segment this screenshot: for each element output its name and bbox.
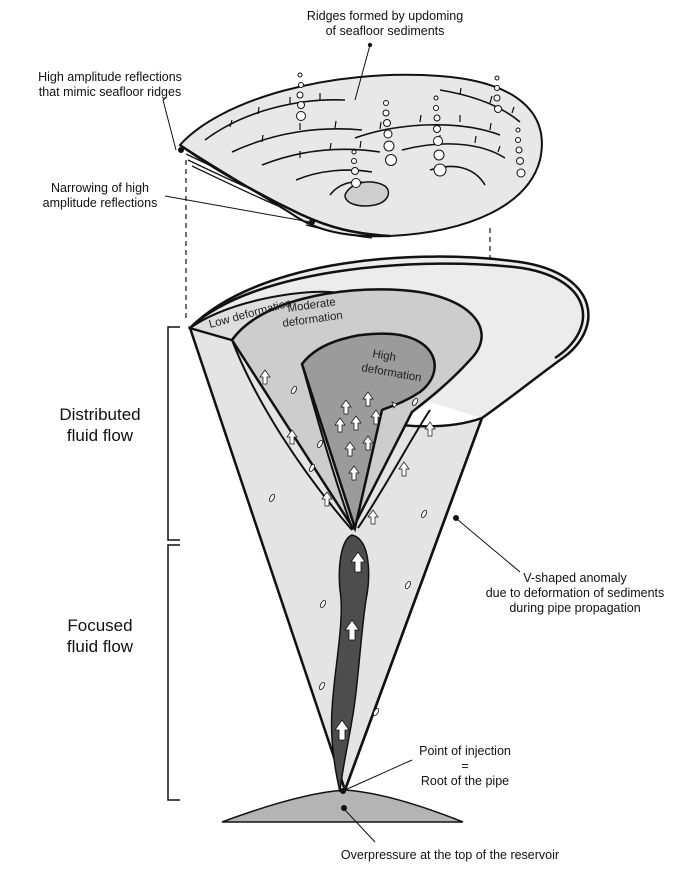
v-shaped-anomaly <box>190 257 588 790</box>
high-amplitude-label: High amplitude reflections that mimic se… <box>10 70 210 100</box>
focused-flow-label: Focused fluid flow <box>40 615 160 657</box>
ridges-label-line1: Ridges formed by updoming <box>290 9 480 24</box>
narrowing-label-line2: amplitude reflections <box>30 196 170 211</box>
distributed-flow-label-line1: Distributed <box>40 404 160 425</box>
injection-label-line3: Root of the pipe <box>390 774 540 789</box>
narrowing-label-line1: Narrowing of high <box>30 181 170 196</box>
distributed-flow-label: Distributed fluid flow <box>40 404 160 446</box>
narrowing-label: Narrowing of high amplitude reflections <box>30 181 170 211</box>
distributed-flow-label-line2: fluid flow <box>40 425 160 446</box>
focused-flow-label-line2: fluid flow <box>40 636 160 657</box>
v-shaped-label-line2: due to deformation of sediments <box>470 586 680 601</box>
focused-bracket <box>168 545 180 800</box>
high-amplitude-label-line2: that mimic seafloor ridges <box>10 85 210 100</box>
injection-label-line2: = <box>390 759 540 774</box>
overpressure-label: Overpressure at the top of the reservoir <box>300 848 600 863</box>
v-shaped-label-line3: during pipe propagation <box>470 601 680 616</box>
flow-brackets <box>168 327 180 800</box>
seafloor-disc <box>180 75 542 238</box>
injection-label: Point of injection = Root of the pipe <box>390 744 540 789</box>
v-shaped-label-line1: V-shaped anomaly <box>470 571 680 586</box>
high-amplitude-label-line1: High amplitude reflections <box>10 70 210 85</box>
ridges-label: Ridges formed by updoming of seafloor se… <box>290 9 480 39</box>
injection-label-line1: Point of injection <box>390 744 540 759</box>
ridges-label-line2: of seafloor sediments <box>290 24 480 39</box>
distributed-bracket <box>168 327 180 540</box>
v-shaped-label: V-shaped anomaly due to deformation of s… <box>470 571 680 616</box>
focused-flow-label-line1: Focused <box>40 615 160 636</box>
